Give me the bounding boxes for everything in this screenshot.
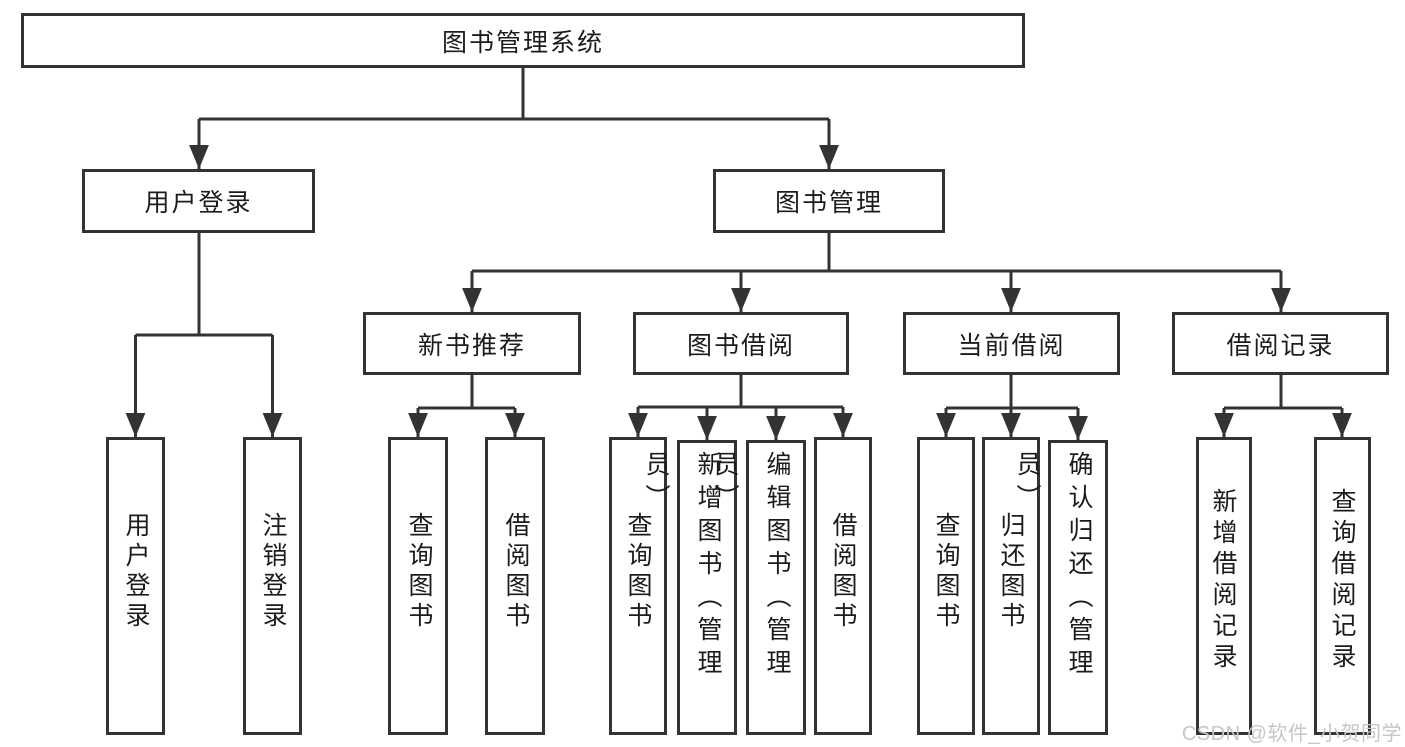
node-new-book-recommend: 新书推荐 [363,312,581,375]
leaf-cb-query-books: 查询图书 [917,437,975,735]
leaf-user-login: 用户登录 [106,437,165,735]
node-root: 图书管理系统 [21,13,1025,68]
leaf-br-query-record: 查询借阅记录 [1314,437,1371,735]
leaf-bb-borrow-books: 借阅图书 [814,437,872,735]
node-user-login: 用户登录 [82,169,315,233]
leaf-br-add-record: 新增借阅记录 [1196,437,1252,735]
leaf-bb-edit-books-admin: 编辑图书（管理员） [711,440,806,735]
node-book-borrowing: 图书借阅 [633,312,849,375]
leaf-bb-add-books-admin: 新增图书（管理员） [642,440,737,735]
node-book-management: 图书管理 [713,169,945,233]
leaf-nbr-borrow-books: 借阅图书 [485,437,545,735]
leaf-cb-return-books: 归还图书 [982,437,1040,735]
leaf-cb-confirm-return-admin: 确认归还（管理员） [1013,440,1108,735]
node-current-borrowing: 当前借阅 [903,312,1120,375]
leaf-bb-query-books: 查询图书 [609,437,667,735]
node-borrow-records: 借阅记录 [1172,312,1389,375]
watermark: CSDN @软件_小贺同学 [1181,723,1402,745]
leaf-logout: 注销登录 [243,437,302,735]
leaf-nbr-query-books: 查询图书 [388,437,448,735]
